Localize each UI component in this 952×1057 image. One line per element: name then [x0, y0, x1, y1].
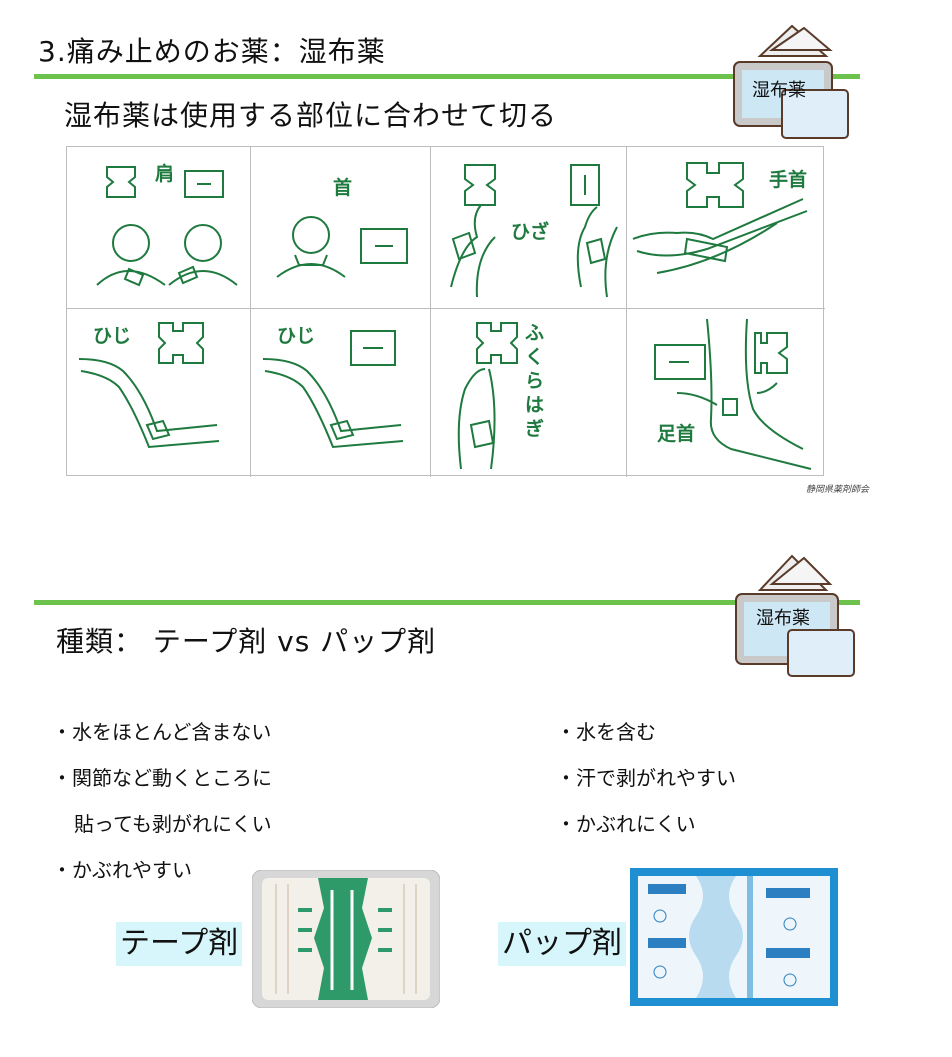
cell-label: ひじ: [277, 325, 316, 347]
poultice-package-icon: 湿布薬: [726, 20, 856, 140]
guide-cell-ankle: 足首: [627, 309, 825, 477]
cell-label: ひざ: [511, 221, 550, 243]
icon-label: 湿布薬: [752, 80, 806, 101]
pap-point: ・水を含む: [556, 720, 656, 744]
guide-cell-elbow-1: ひじ: [67, 309, 251, 477]
tape-point: ・水をほとんど含まない: [52, 720, 272, 744]
pap-point: ・汗で剥がれやすい: [556, 766, 736, 790]
credit-text: 静岡県薬剤師会: [806, 485, 870, 495]
tape-label: テープ剤: [116, 922, 243, 966]
poultice-package-icon: 湿布薬: [730, 548, 860, 678]
cell-label: 肩: [155, 163, 175, 185]
cell-label: 首: [333, 177, 353, 199]
cutting-guide-grid: 肩 首 ひざ 手首: [66, 146, 825, 477]
cell-label: 手首: [769, 169, 808, 191]
guide-cell-shoulder: 肩: [67, 147, 251, 309]
section-divider: [34, 600, 860, 605]
guide-cell-elbow-2: ひじ: [251, 309, 431, 477]
page-title: 3.痛み止めのお薬：湿布薬: [38, 35, 386, 68]
guide-cell-neck: 首: [251, 147, 431, 309]
pap-point: ・かぶれにくい: [556, 812, 696, 836]
section-subtitle: 湿布薬は使用する部位に合わせて切る: [64, 99, 558, 132]
pap-package-image: [630, 868, 838, 1006]
guide-cell-knee: ひざ: [431, 147, 627, 309]
section-divider: [34, 74, 860, 79]
tape-package-image: [251, 869, 441, 1009]
section-title: 種類： テープ剤 vs パップ剤: [56, 625, 437, 658]
tape-point: 貼っても剥がれにくい: [74, 812, 272, 836]
tape-point: ・関節など動くところに: [52, 766, 272, 790]
cell-label: 足首: [657, 423, 696, 445]
pap-label: パップ剤: [498, 922, 626, 966]
guide-cell-wrist: 手首: [627, 147, 825, 309]
cell-label: ふくらはぎ: [525, 322, 545, 440]
tape-point: ・かぶれやすい: [52, 858, 192, 882]
guide-cell-calf: ふくらはぎ: [431, 309, 627, 477]
cell-label: ひじ: [93, 325, 132, 347]
icon-label: 湿布薬: [756, 608, 810, 629]
